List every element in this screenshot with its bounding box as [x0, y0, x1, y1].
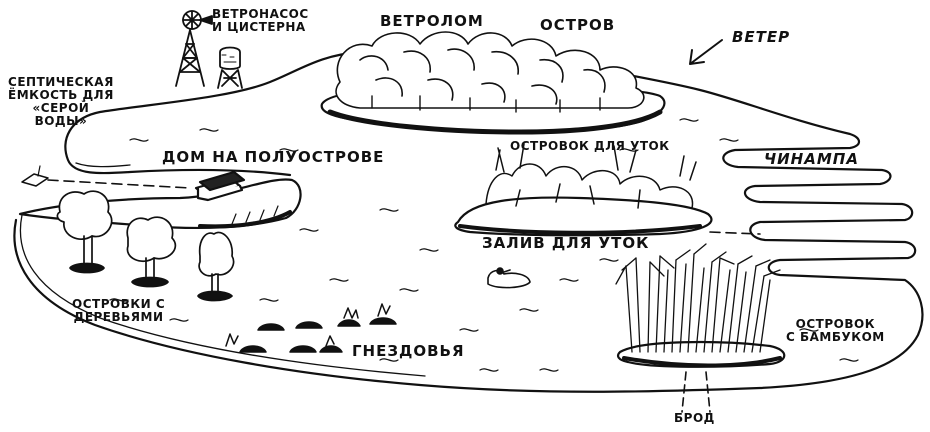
- label-septic: СЕПТИЧЕСКАЯ ЁМКОСТЬ ДЛЯ «СЕРОЙ ВОДЫ»: [8, 75, 114, 128]
- bamboo-stalks: [615, 243, 781, 353]
- septic-tank: [21, 173, 49, 187]
- label-bamboo-island: ОСТРОВОК С БАМБУКОМ: [786, 317, 885, 344]
- windbreak-trees: [335, 31, 645, 113]
- label-peninsula-house: ДОМ НА ПОЛУОСТРОВЕ: [162, 148, 385, 166]
- nesting-mounds: [225, 303, 397, 353]
- label-duck-island: ОСТРОВОК ДЛЯ УТОК: [510, 139, 670, 153]
- label-windbreak: ВЕТРОЛОМ: [380, 12, 484, 30]
- windmill-pump: [175, 10, 213, 87]
- label-tree-islands: ОСТРОВКИ С ДЕРЕВЬЯМИ: [72, 297, 166, 324]
- ford-path: [681, 371, 711, 413]
- label-nesting: ГНЕЗДОВЬЯ: [352, 342, 465, 360]
- label-windmill: ВЕТРОНАСОС И ЦИСТЕРНА: [212, 7, 309, 34]
- duck-bay-channel: [709, 231, 761, 235]
- wind-arrow-icon: [689, 39, 723, 65]
- septic-pipe: [47, 179, 191, 189]
- duck-island: [454, 196, 713, 237]
- label-duck-bay: ЗАЛИВ ДЛЯ УТОК: [482, 234, 650, 252]
- label-island: ОСТРОВ: [540, 16, 616, 34]
- pond-shoreline: [13, 49, 924, 393]
- pond-inner-edge: [19, 214, 426, 377]
- bamboo-island: [617, 340, 786, 368]
- label-ford: БРОД: [674, 411, 715, 425]
- duck-island-shrubs: [485, 143, 697, 209]
- tree-islands: [56, 190, 235, 302]
- label-wind: ВЕТЕР: [732, 28, 791, 46]
- house: [194, 170, 246, 202]
- water-cistern: [217, 46, 243, 89]
- label-chinampa: ЧИНАМПА: [764, 150, 859, 168]
- water-ripples: [109, 118, 859, 372]
- duck-icon: [487, 267, 531, 289]
